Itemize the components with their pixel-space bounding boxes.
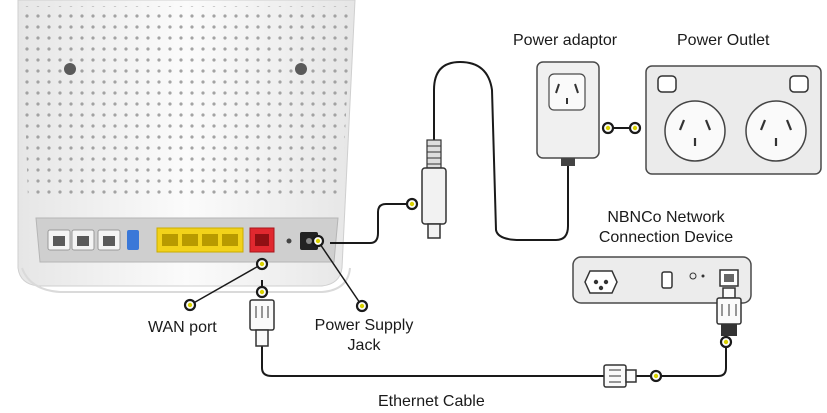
router-vents — [22, 6, 351, 200]
adaptor-socket-face — [548, 73, 586, 111]
label-power-adaptor: Power adaptor — [513, 32, 618, 49]
reset-button — [286, 238, 292, 244]
nbn-device — [572, 256, 752, 304]
wan-leader — [189, 263, 263, 306]
label-psj-line1: Power Supply — [314, 317, 414, 334]
power-outlet — [645, 65, 822, 175]
label-psj-line2: Jack — [347, 337, 381, 354]
router-screw-right — [295, 63, 307, 75]
rj45-plug-icon — [603, 364, 637, 388]
power-socket-icon — [745, 100, 807, 162]
label-nbn-line2: Connection Device — [598, 229, 734, 246]
wan-port-socket — [249, 227, 275, 253]
label-ethernet-cable: Ethernet Cable — [378, 393, 485, 410]
psj-leader — [317, 240, 363, 307]
cables — [261, 60, 727, 377]
label-nbn-line1: NBNCo Network — [607, 209, 725, 226]
dc-cable-adaptor — [433, 60, 569, 241]
router-screw-left — [64, 63, 76, 75]
rj45-plug-icon — [249, 299, 275, 347]
label-power-outlet: Power Outlet — [677, 32, 770, 49]
ethernet-cable-right — [636, 336, 727, 377]
router — [17, 0, 356, 293]
power-jack-socket — [300, 232, 318, 250]
label-power-supply-jack: Power Supply Jack — [300, 316, 428, 356]
power-adaptor — [536, 61, 600, 166]
label-nbn-device: NBNCo Network Connection Device — [585, 208, 747, 248]
ethernet-cable-bottom — [261, 346, 604, 377]
dc-cable-router — [330, 203, 412, 244]
power-socket-icon — [664, 100, 726, 162]
marker-fills — [187, 125, 729, 379]
power-inlet-icon — [584, 270, 618, 294]
rj45-plug-icon — [716, 287, 742, 336]
phone-ports — [47, 229, 121, 251]
leader-lines — [189, 240, 363, 307]
label-wan-port: WAN port — [148, 319, 217, 336]
switch-right — [789, 75, 809, 93]
switch-left — [657, 75, 677, 93]
lan-ports — [156, 227, 244, 253]
usb-port-icon — [127, 230, 139, 250]
dc-plug-icon — [421, 139, 447, 239]
